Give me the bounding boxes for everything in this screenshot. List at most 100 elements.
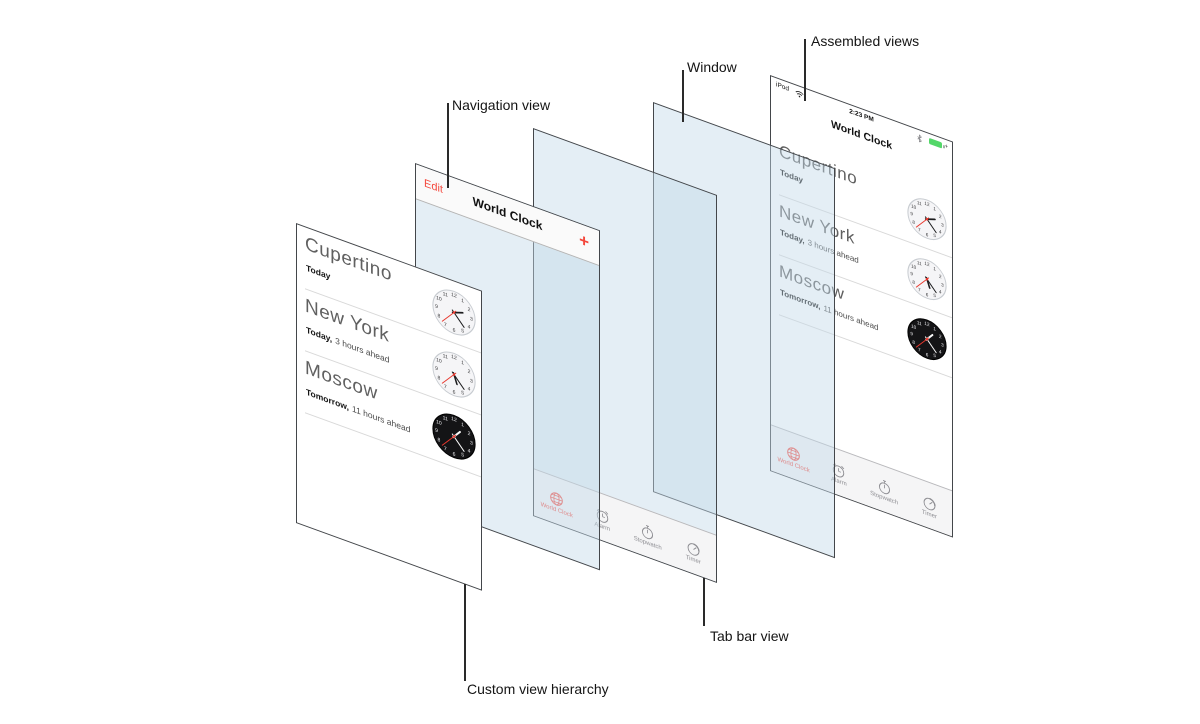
svg-text:2: 2 (939, 334, 942, 341)
tab-alarm: Alarm (816, 442, 861, 503)
tab-stopwatch: Stopwatch (625, 502, 671, 565)
svg-text:11: 11 (917, 200, 922, 208)
svg-text:11: 11 (917, 320, 922, 328)
svg-text:5: 5 (933, 233, 936, 240)
svg-text:2: 2 (468, 369, 471, 376)
callout-line-tab-bar (703, 578, 705, 626)
svg-text:6: 6 (453, 389, 456, 396)
svg-text:12: 12 (924, 321, 929, 329)
svg-text:6: 6 (926, 292, 929, 299)
svg-text:6: 6 (926, 352, 929, 359)
battery-plus-label: + (944, 143, 948, 151)
svg-text:10: 10 (911, 263, 916, 271)
tab-timer: Timer (671, 519, 717, 582)
callout-line-custom (464, 584, 466, 681)
callout-custom-view-hierarchy: Custom view hierarchy (467, 681, 609, 697)
callout-line-assembled (804, 39, 806, 101)
globe-icon (550, 491, 564, 506)
svg-text:4: 4 (939, 289, 942, 296)
tab-world-clock: World Clock (534, 469, 580, 532)
tab-stopwatch: Stopwatch (862, 458, 907, 519)
svg-text:4: 4 (939, 229, 942, 236)
svg-text:4: 4 (468, 448, 471, 455)
battery-icon (929, 137, 942, 149)
svg-text:2: 2 (468, 307, 471, 314)
svg-text:11: 11 (917, 260, 922, 268)
svg-text:10: 10 (911, 323, 916, 331)
add-city-button: + (579, 229, 589, 253)
svg-text:5: 5 (461, 452, 464, 459)
svg-text:3: 3 (941, 342, 944, 349)
svg-text:12: 12 (451, 354, 457, 362)
svg-text:8: 8 (912, 339, 915, 346)
svg-text:10: 10 (436, 419, 442, 427)
svg-text:1: 1 (461, 298, 464, 305)
svg-text:9: 9 (435, 303, 438, 310)
svg-text:11: 11 (443, 353, 448, 361)
stopwatch-icon (878, 479, 890, 495)
svg-text:5: 5 (933, 293, 936, 300)
callout-tab-bar-view: Tab bar view (710, 628, 789, 644)
tab-bar: World Clock Alarm Stopwatch (534, 468, 717, 582)
svg-text:9: 9 (435, 365, 438, 372)
svg-text:8: 8 (438, 313, 441, 320)
svg-text:4: 4 (939, 349, 942, 356)
svg-text:8: 8 (912, 219, 915, 226)
svg-text:9: 9 (910, 271, 913, 278)
svg-text:1: 1 (461, 422, 464, 429)
timer-icon (687, 542, 700, 556)
svg-text:10: 10 (911, 203, 916, 211)
callout-line-navigation (447, 103, 449, 188)
svg-text:1: 1 (933, 266, 936, 273)
svg-text:11: 11 (443, 415, 448, 423)
city-name: Cupertino (305, 233, 392, 286)
svg-text:10: 10 (436, 357, 442, 365)
svg-text:8: 8 (912, 279, 915, 286)
callout-line-window (682, 70, 684, 122)
bluetooth-icon (917, 134, 922, 142)
svg-text:12: 12 (451, 416, 457, 424)
timer-icon (923, 497, 936, 511)
svg-text:2: 2 (939, 274, 942, 281)
svg-text:6: 6 (453, 451, 456, 458)
globe-icon (787, 447, 800, 461)
svg-text:3: 3 (470, 316, 473, 323)
svg-text:1: 1 (461, 360, 464, 367)
svg-text:3: 3 (941, 222, 944, 229)
svg-text:12: 12 (924, 261, 929, 269)
alarm-icon (833, 463, 845, 478)
svg-text:2: 2 (939, 214, 942, 221)
svg-text:6: 6 (453, 327, 456, 334)
tab-bar: World Clock Alarm Stopwatch (771, 424, 952, 537)
svg-text:7: 7 (918, 227, 921, 234)
svg-text:8: 8 (438, 437, 441, 444)
callout-window: Window (687, 59, 737, 75)
svg-text:6: 6 (926, 232, 929, 239)
svg-text:2: 2 (468, 431, 471, 438)
svg-text:1: 1 (933, 326, 936, 333)
svg-text:10: 10 (436, 295, 442, 303)
svg-text:3: 3 (470, 378, 473, 385)
svg-text:12: 12 (924, 201, 929, 209)
svg-text:7: 7 (444, 384, 447, 391)
svg-text:9: 9 (910, 211, 913, 218)
svg-text:7: 7 (444, 322, 447, 329)
svg-text:12: 12 (451, 292, 457, 300)
status-bar: iPod 2:23 PM + (771, 76, 952, 155)
svg-text:5: 5 (461, 390, 464, 397)
wifi-icon (795, 91, 804, 98)
svg-text:7: 7 (444, 446, 447, 453)
svg-text:4: 4 (468, 324, 471, 331)
svg-text:9: 9 (910, 331, 913, 338)
svg-text:8: 8 (438, 375, 441, 382)
alarm-icon (596, 508, 608, 523)
tab-alarm: Alarm (580, 486, 626, 549)
